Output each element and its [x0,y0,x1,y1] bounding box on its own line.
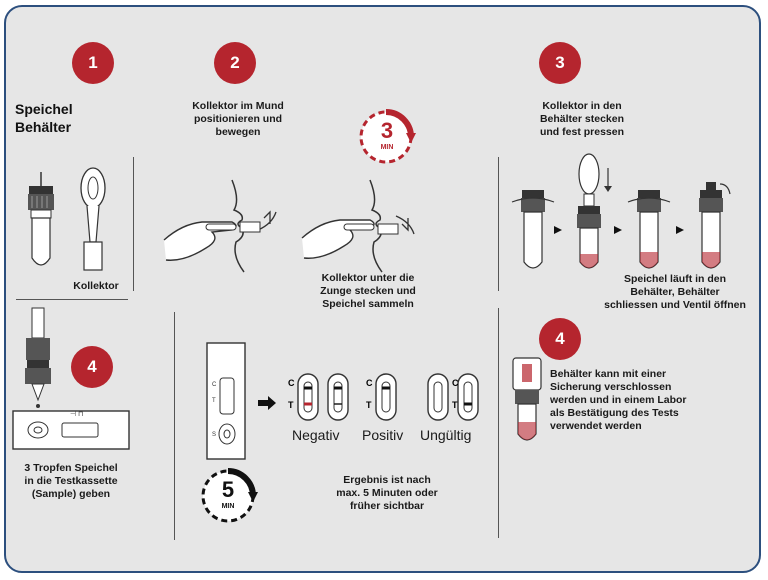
negativ-c-label: C [288,378,295,388]
section1-title: Speichel Behälter [15,100,73,136]
test-cassette-horizontal [12,410,130,450]
collector-illustration [80,167,106,271]
step3-bottom-instructions: Speichel läuft in den Behälter, Behälter… [594,273,756,312]
step2-line-2: positionieren und [193,113,283,125]
divider-vertical-4 [498,308,499,538]
ungueltig-c-label: C [452,378,459,388]
step2-bottom-line-2: Zunge stecken und [320,285,416,297]
timer-5min-icon [201,468,258,523]
step-badge-1: 1 [72,42,114,84]
result-negativ-icon [297,373,349,421]
result-positiv-icon [375,373,397,421]
step2-line-3: bewegen [215,126,261,138]
test-cassette-vertical [206,342,246,460]
cassette-t-mark: T [212,398,216,404]
timer-5-value: 5 [221,477,235,502]
cassette-s-mark: S [212,432,217,438]
step4-left-line-1: 3 Tropfen Speichel [24,462,118,474]
label-positiv: Positiv [362,427,404,443]
collector-label: Kollektor [73,280,119,292]
step4-right-line-3: werden und in einem Labor [550,394,687,406]
label-ungueltig: Ungültig [420,427,472,443]
step-badge-3: 3 [539,42,581,84]
step2-bottom-instructions: Kollektor unter die Zunge stecken und Sp… [305,272,431,311]
label-negativ: Negativ [292,427,340,443]
divider-vertical-1 [133,157,134,291]
timer-5-unit: MIN [221,503,235,510]
mouth-collector-illustration-2 [301,179,415,273]
timer-3-unit: MIN [380,144,394,151]
result-line-2: max. 5 Minuten oder [336,487,438,499]
step4-right-line-2: Sicherung verschlossen [550,381,672,393]
cassette-marks: ⊣ ⊓ [70,411,84,418]
step2-line-1: Kollektor im Mund [192,100,284,112]
divider-vertical-3 [174,312,175,540]
step2-bottom-line-3: Speichel sammeln [322,298,414,310]
step-badge-4-left: 4 [71,346,113,388]
step4-right-line-4: als Bestätigung des Tests [550,407,679,419]
timer-3-value: 3 [380,118,394,143]
result-arrow-icon [258,396,276,410]
divider-vertical-2 [498,157,499,291]
title-line-1: Speichel [15,101,73,117]
step-badge-2: 2 [214,42,256,84]
step3-bottom-line-3: schliessen und Ventil öffnen [604,299,746,311]
ungueltig-t-label: T [452,400,458,410]
step4-left-line-2: in die Testkassette [24,475,118,487]
result-instructions: Ergebnis ist nach max. 5 Minuten oder fr… [322,474,452,513]
divider-horizontal-1 [16,299,128,300]
step2-instructions: Kollektor im Mund positionieren und bewe… [180,100,296,139]
result-ungueltig-icon [427,373,479,421]
infographic-frame [4,5,761,573]
title-line-2: Behälter [15,119,72,135]
step3-instructions: Kollektor in den Behälter stecken und fe… [526,100,638,139]
step2-bottom-line-1: Kollektor unter die [321,272,415,284]
step3-bottom-line-2: Behälter, Behälter [630,286,720,298]
step4-left-line-3: (Sample) geben [31,488,111,500]
step3-line-1: Kollektor in den [542,100,622,112]
result-line-3: früher sichtbar [349,500,425,512]
step4-right-instructions: Behälter kann mit einer Sicherung versch… [550,368,710,433]
result-line-1: Ergebnis ist nach [343,474,431,486]
step4-right-line-1: Behälter kann mit einer [550,368,667,380]
step4-left-instructions: 3 Tropfen Speichel in die Testkassette (… [12,462,130,501]
step3-line-2: Behälter stecken [539,113,625,125]
positiv-t-label: T [366,400,372,410]
dropper-illustration [25,307,51,408]
step3-bottom-line-1: Speichel läuft in den [623,273,727,285]
negativ-t-label: T [288,400,294,410]
positiv-c-label: C [366,378,373,388]
container-illustration [28,172,54,266]
step3-line-3: und fest pressen [539,126,625,138]
step4-right-line-5: verwendet werden [550,420,642,432]
mouth-collector-illustration-1 [163,179,277,273]
cassette-c-mark: C [212,382,217,388]
step-badge-4-right: 4 [539,318,581,360]
sealed-container-illustration [512,357,542,441]
step3-sequence-illustration [511,153,731,269]
timer-3min-icon [359,109,416,164]
